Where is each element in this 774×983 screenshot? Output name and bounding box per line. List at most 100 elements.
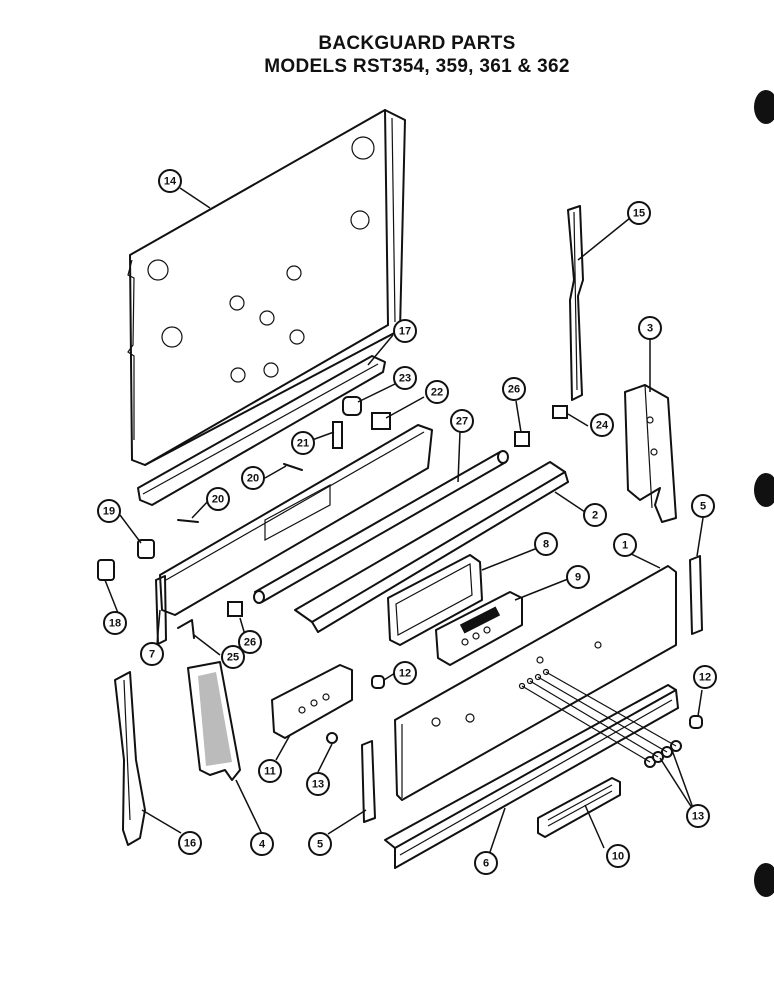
part-26-clip-upper [514, 431, 530, 447]
callout-3: 3 [638, 316, 662, 340]
part-6-bottom-rail [384, 684, 679, 869]
part-16-side-trim [114, 671, 146, 846]
part-25-bracket [177, 619, 195, 639]
callout-circle [238, 630, 262, 654]
callout-circle [178, 831, 202, 855]
callout-label: 27 [456, 416, 468, 428]
callout-circle [566, 565, 590, 589]
callout-label: 15 [633, 208, 645, 220]
callout-label: 12 [699, 672, 711, 684]
callout-circle [306, 772, 330, 796]
callout-13: 13 [686, 804, 710, 828]
callout-circle [393, 661, 417, 685]
callout-label: 2 [592, 510, 598, 522]
callout-label: 17 [399, 326, 411, 338]
callout-5: 5 [308, 832, 332, 856]
part-8-lens-frame [387, 554, 483, 646]
callout-16: 16 [178, 831, 202, 855]
callout-circle [140, 642, 164, 666]
callout-20: 20 [206, 487, 230, 511]
binder-mark-bottom [754, 863, 774, 897]
callout-circle [613, 533, 637, 557]
callout-20: 20 [241, 466, 265, 490]
part-19-clip [137, 539, 155, 559]
binder-mark-middle [754, 473, 774, 507]
callout-circle [291, 431, 315, 455]
part-27-fluorescent-tube [253, 450, 509, 604]
callout-circle [206, 487, 230, 511]
callout-label: 1 [622, 540, 628, 552]
leader-lines [104, 187, 704, 853]
callout-23: 23 [393, 366, 417, 390]
callout-label: 6 [483, 858, 489, 870]
callout-5: 5 [691, 494, 715, 518]
callout-circle [638, 316, 662, 340]
callout-label: 25 [227, 652, 239, 664]
callout-label: 8 [543, 539, 549, 551]
callout-label: 26 [244, 637, 256, 649]
callout-18: 18 [103, 611, 127, 635]
callout-circle [158, 169, 182, 193]
callout-label: 5 [317, 839, 323, 851]
callout-label: 11 [264, 766, 276, 778]
callout-label: 16 [184, 838, 196, 850]
callout-label: 20 [247, 473, 259, 485]
callout-26: 26 [238, 630, 262, 654]
page-subtitle: MODELS RST354, 359, 361 & 362 [264, 56, 570, 77]
callout-circle [308, 832, 332, 856]
callout-label: 9 [575, 572, 581, 584]
callout-15: 15 [627, 201, 651, 225]
callout-26: 26 [502, 377, 526, 401]
callout-1: 1 [613, 533, 637, 557]
part-23-bushing [342, 396, 362, 416]
callout-label: 7 [149, 649, 155, 661]
callout-21: 21 [291, 431, 315, 455]
callout-24: 24 [590, 413, 614, 437]
part-10-grille [537, 777, 621, 838]
part-13-knob-single [326, 732, 338, 744]
part-4-side-panel [187, 661, 241, 781]
part-12-knob-right [689, 715, 703, 729]
callout-label: 19 [103, 506, 115, 518]
callout-circle [686, 804, 710, 828]
part-26-clip-lower [227, 601, 243, 617]
callout-circle [606, 844, 630, 868]
part-17-panel-strip [137, 355, 386, 506]
callout-label: 21 [297, 438, 309, 450]
callout-label: 18 [109, 618, 121, 630]
callout-label: 3 [647, 323, 653, 335]
callout-circle [103, 611, 127, 635]
callout-circle [425, 380, 449, 404]
callout-circle [393, 366, 417, 390]
callout-label: 24 [596, 420, 609, 432]
part-24-clip [552, 405, 568, 419]
callout-circle [691, 494, 715, 518]
part-2-reflector [294, 461, 569, 633]
callout-10: 10 [606, 844, 630, 868]
callout-circle [258, 759, 282, 783]
callout-label: 20 [212, 494, 224, 506]
callout-circle [583, 503, 607, 527]
callout-27: 27 [450, 409, 474, 433]
part-21-bracket [332, 421, 343, 449]
callout-circle [241, 466, 265, 490]
callout-8: 8 [534, 532, 558, 556]
callout-7: 7 [140, 642, 164, 666]
callout-label: 4 [259, 839, 266, 851]
callout-19: 19 [97, 499, 121, 523]
part-3-end-bracket [624, 384, 677, 523]
part-7-channel-bracket [155, 424, 433, 645]
callout-circle [502, 377, 526, 401]
callout-circle [534, 532, 558, 556]
part-5-trim-left [361, 740, 376, 823]
callout-12: 12 [693, 665, 717, 689]
part-15-side-trim [567, 205, 584, 401]
part-22-block [371, 412, 391, 430]
part-14-back-panel [127, 109, 406, 466]
callout-label: 22 [431, 387, 443, 399]
part-11-switch-housing [271, 664, 353, 739]
callout-label: 12 [399, 668, 411, 680]
